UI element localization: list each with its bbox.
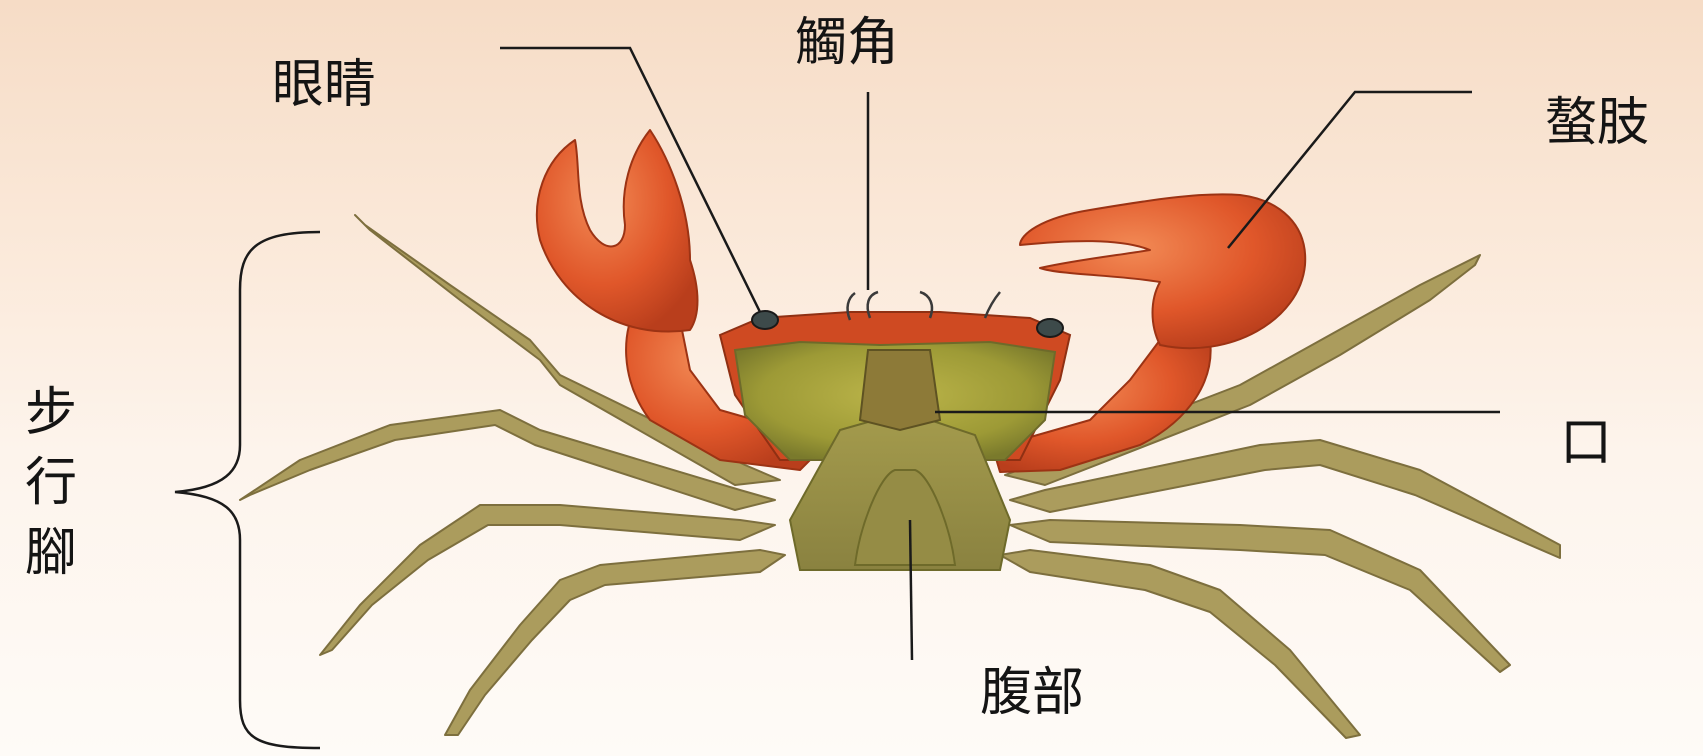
walking-legs-label-char-1: 步 [25,383,77,443]
left-eye-icon [752,311,778,329]
eyes-label: 眼睛 [272,55,376,115]
walking-legs-left [240,215,785,735]
antenna [985,292,1000,318]
right-eye-icon [1037,319,1063,337]
chelipeds-label: 螯肢 [1545,93,1649,153]
mouthparts [860,350,940,430]
walking-legs-label-char-3: 腳 [25,523,77,583]
mouth-label: 口 [1560,413,1612,473]
walking-leg [445,550,785,735]
carapace [720,312,1070,570]
abdomen-label: 腹部 [980,663,1084,723]
walking-leg [320,505,775,655]
walking-legs-label-char-2: 行 [25,453,77,513]
antennae-label: 觸角 [795,13,899,73]
walking-legs-brace [175,232,320,748]
left-cheliped-claw [537,130,698,332]
